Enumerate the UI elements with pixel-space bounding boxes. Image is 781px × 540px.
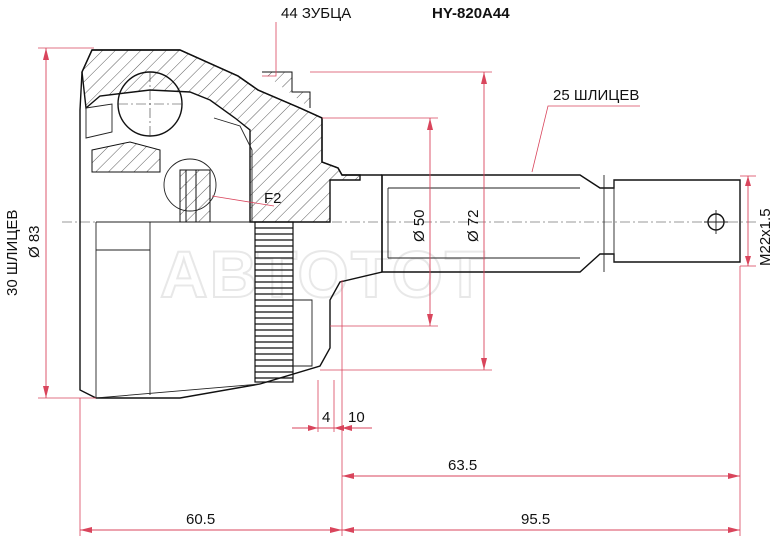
abs-tone-ring xyxy=(254,221,294,383)
dim-63-5-label: 63.5 xyxy=(448,457,477,474)
joint-housing xyxy=(79,49,383,399)
housing-diameter-label: Ø 83 xyxy=(26,225,43,258)
outer-splines-label: 25 ШЛИЦЕВ xyxy=(553,87,639,104)
dim-60-5-label: 60.5 xyxy=(186,511,215,528)
inner-splines-label: 30 ШЛИЦЕВ xyxy=(4,210,21,296)
diameter-72-label: Ø 72 xyxy=(465,209,482,242)
detail-circle-f2 xyxy=(163,158,217,212)
diameter-50-label: Ø 50 xyxy=(411,209,428,242)
part-number: HY-820A44 xyxy=(432,5,510,22)
fillet-label: F2 xyxy=(264,190,282,207)
dim-10-label: 10 xyxy=(348,409,365,426)
stub-shaft xyxy=(381,174,741,273)
dimensions xyxy=(38,22,756,536)
dim-4-label: 4 xyxy=(322,409,330,426)
watermark: АВТОТОТ xyxy=(160,237,487,311)
teeth-count-label: 44 ЗУБЦА xyxy=(281,5,351,22)
thread-label: M22x1.5 xyxy=(757,208,774,266)
dim-95-5-label: 95.5 xyxy=(521,511,550,528)
